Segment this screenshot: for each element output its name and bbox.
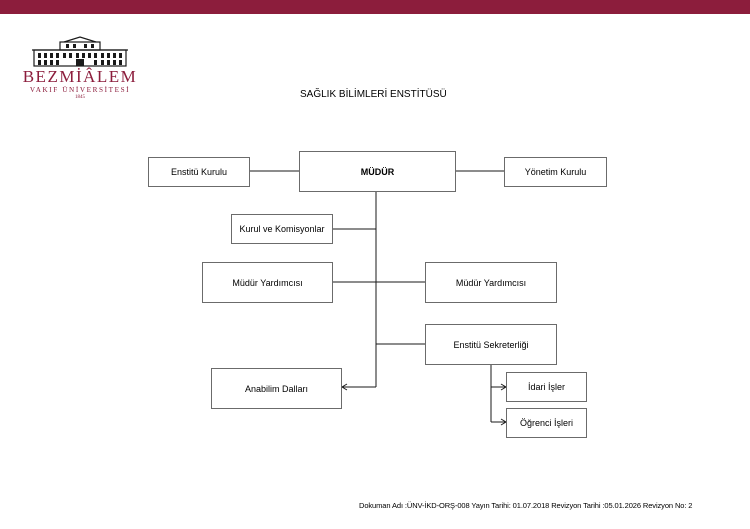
node-yonetim-kurulu: Yönetim Kurulu [504, 157, 607, 187]
chart-title: SAĞLIK BİLİMLERİ ENSTİTÜSÜ [300, 89, 447, 100]
document-footer: Dokuman Adı :ÜNV-İKD-ORŞ-008 Yayın Tarih… [359, 501, 693, 510]
node-enstitu-sekreterligi: Enstitü Sekreterliği [425, 324, 557, 365]
brand-year: 1845 [75, 95, 85, 100]
node-mudur-yardimcisi-left: Müdür Yardımcısı [202, 262, 333, 303]
building-emblem [32, 36, 128, 67]
node-ogrenci-isleri: Öğrenci İşleri [506, 408, 587, 438]
node-anabilim-dallari: Anabilim Dalları [211, 368, 342, 409]
arrow-anabilim-dallari [341, 383, 348, 391]
node-mudur: MÜDÜR [299, 151, 456, 192]
top-color-bar [0, 0, 750, 14]
node-enstitu-kurulu: Enstitü Kurulu [148, 157, 250, 187]
university-logo: BEZMİÂLEM VAKIF ÜNİVERSİTESİ 1845 [22, 36, 138, 116]
node-idari-isler: İdari İşler [506, 372, 587, 402]
node-mudur-yardimcisi-right: Müdür Yardımcısı [425, 262, 557, 303]
brand-name: BEZMİÂLEM [22, 67, 138, 86]
brand-subtitle: VAKIF ÜNİVERSİTESİ [29, 86, 131, 94]
node-kurul-komisyonlar: Kurul ve Komisyonlar [231, 214, 333, 244]
